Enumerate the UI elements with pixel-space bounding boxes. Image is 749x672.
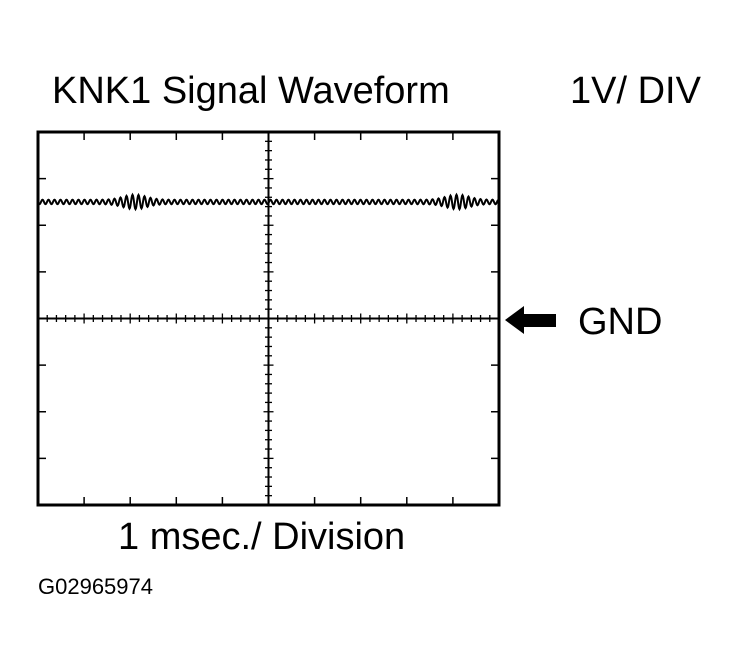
edge-division-ticks [38, 132, 499, 505]
time-scale-label: 1 msec./ Division [118, 516, 406, 558]
waveform-trace [38, 192, 499, 212]
figure-id: G02965974 [38, 574, 153, 599]
ground-label: GND [578, 301, 663, 343]
diagram-title: KNK1 Signal Waveform [52, 70, 450, 112]
arrow-left-icon [505, 306, 556, 334]
center-axes [38, 132, 499, 505]
vertical-scale-label: 1V/ DIV [570, 70, 701, 112]
